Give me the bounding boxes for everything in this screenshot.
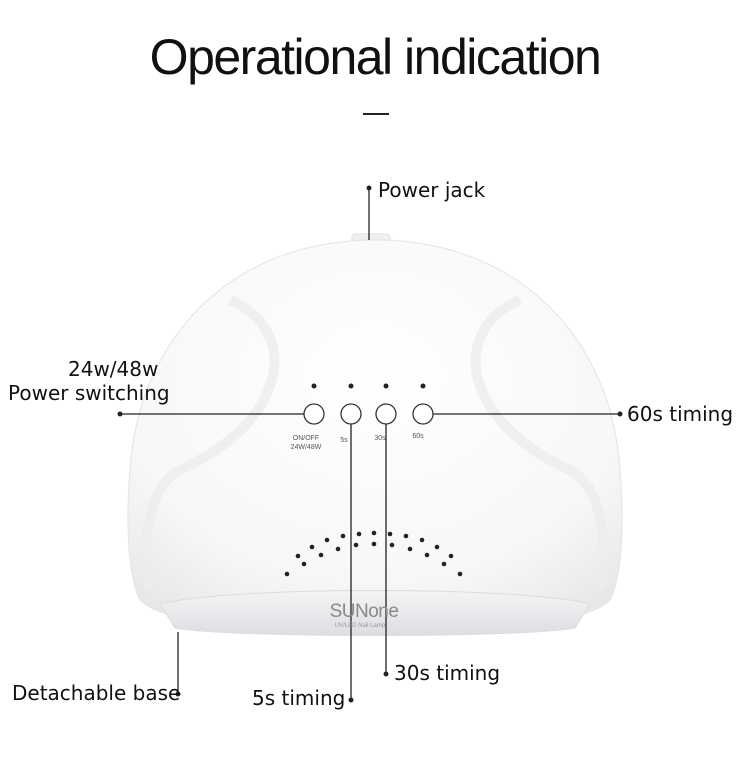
led-array bbox=[284, 530, 463, 577]
page-title: Operational indication bbox=[149, 29, 602, 85]
panel-onoff-label: ON/OFF bbox=[293, 435, 319, 442]
detachable-base-label: Detachable base bbox=[12, 681, 181, 705]
power-switch-button[interactable] bbox=[303, 403, 325, 425]
indicator-dot-5s bbox=[348, 383, 354, 389]
indicator-dot-30s bbox=[383, 383, 389, 389]
leader-lines bbox=[120, 188, 620, 700]
timing-60s-label: 60s timing bbox=[627, 402, 734, 426]
left-contour bbox=[141, 295, 280, 591]
panel-power-label: 24W/48W bbox=[291, 444, 322, 451]
brand-logo: SUNone bbox=[330, 601, 399, 622]
title-underline bbox=[363, 113, 389, 115]
indicator-dot-60s bbox=[420, 383, 426, 389]
indicator-dots bbox=[311, 383, 426, 389]
power-switch-label-line1: 24w/48w bbox=[68, 357, 159, 381]
leader-endpoints bbox=[117, 185, 623, 703]
brand-tagline: UV/LED Nail Lamp bbox=[335, 623, 386, 629]
panel-60s-label: 60s bbox=[412, 433, 424, 440]
timer-60s-button[interactable] bbox=[412, 403, 434, 425]
timer-30s-button[interactable] bbox=[375, 403, 397, 425]
panel-30s-label: 30s bbox=[374, 435, 386, 442]
panel-5s-label: 5s bbox=[340, 437, 348, 444]
timing-30s-label: 30s timing bbox=[394, 661, 501, 685]
timing-5s-label: 5s timing bbox=[252, 686, 346, 710]
indicator-dot-power bbox=[311, 383, 317, 389]
right-contour bbox=[470, 295, 609, 591]
power-jack-label: Power jack bbox=[378, 178, 486, 202]
power-switch-label-line2: Power switching bbox=[8, 381, 170, 405]
timer-5s-button[interactable] bbox=[340, 403, 362, 425]
lamp-base bbox=[159, 590, 591, 636]
